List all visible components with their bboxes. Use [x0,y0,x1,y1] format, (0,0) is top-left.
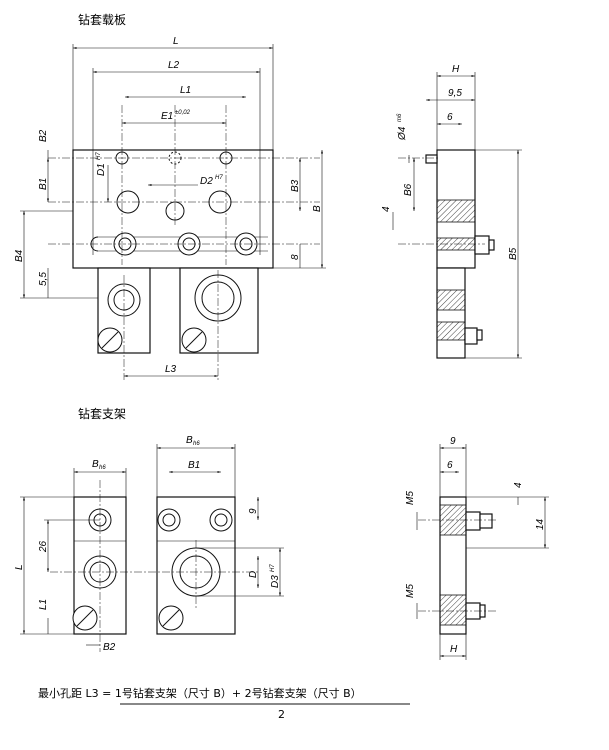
dim-Bh6-left: B [92,459,99,470]
dim-D1: D1 [96,163,107,176]
dim-B2: B2 [38,129,49,142]
dim-9-side: 9 [450,436,456,447]
dim-E1: E1 [161,111,173,122]
support-front-right [50,496,260,635]
plate-side-view [398,149,495,359]
dim-D1-fit: H7 [96,152,102,160]
formula-numerator: 最小孔距 L3 = 1号钻套支架（尺寸 B）+ 2号钻套支架（尺寸 B） [38,686,362,700]
support-front-dims: B h6 B h6 B1 L 26 L1 B2 9 D D3 H7 [14,435,284,653]
dim-phi4: Ø4 [397,126,408,141]
dim-Bh6-right-fit: h6 [193,441,200,447]
dim-B2-support: B2 [103,642,116,653]
plate-front-dims: L L2 L1 E1 ±0,02 B2 B1 B4 5,5 D1 H7 D2 H… [14,36,326,378]
dim-D3: D3 [270,575,281,588]
support-side-dims: 9 6 M5 4 14 M5 H [405,436,549,660]
dim-B5: B5 [508,247,519,260]
support-front-left [72,480,127,652]
dim-L1-support: L1 [38,599,49,610]
dim-B: B [312,205,323,212]
dim-M5-bot: M5 [405,584,416,598]
plate-title: 钻套载板 [78,12,126,27]
dim-L2: L2 [168,60,180,71]
dim-4: 4 [381,206,392,212]
dim-L-support: L [14,564,25,570]
dim-L1: L1 [180,85,191,96]
dim-9-support: 9 [248,508,259,514]
dim-L: L [173,36,179,47]
dim-B6: B6 [403,183,414,196]
dim-5.5: 5,5 [38,272,49,286]
formula-denominator: 2 [278,708,285,721]
dim-4-side: 4 [513,482,524,488]
dim-B1-support: B1 [188,460,200,471]
dim-E1-tol: ±0,02 [175,110,191,116]
plate-side-dims: H 9,5 6 Ø4 m6 B6 4 B5 [381,64,522,359]
dim-D2-fit: H7 [215,175,223,181]
formula: 最小孔距 L3 = 1号钻套支架（尺寸 B）+ 2号钻套支架（尺寸 B） 2 [38,686,410,721]
dim-phi4-fit: m6 [397,113,403,122]
support-title: 钻套支架 [78,406,126,421]
dim-Bh6-left-fit: h6 [99,465,106,471]
dim-26: 26 [38,540,49,553]
dim-D2: D2 [200,176,213,187]
support-side-view [418,496,498,635]
dim-B4: B4 [14,249,25,262]
dim-Bh6-right: B [186,435,193,446]
dim-H-side: H [450,644,458,655]
dim-D: D [248,571,259,578]
dim-14: 14 [535,518,546,530]
dim-6-side: 6 [447,460,453,471]
dim-H: H [452,64,460,75]
dim-M5-top: M5 [405,491,416,505]
dim-D3-fit: H7 [270,564,276,572]
plate-front-view [48,105,320,380]
dim-8: 8 [290,254,301,260]
dim-B3: B3 [290,179,301,192]
dim-L3: L3 [165,364,177,375]
dim-9.5: 9,5 [448,88,462,99]
dim-B1: B1 [38,178,49,190]
dim-6: 6 [447,112,453,123]
